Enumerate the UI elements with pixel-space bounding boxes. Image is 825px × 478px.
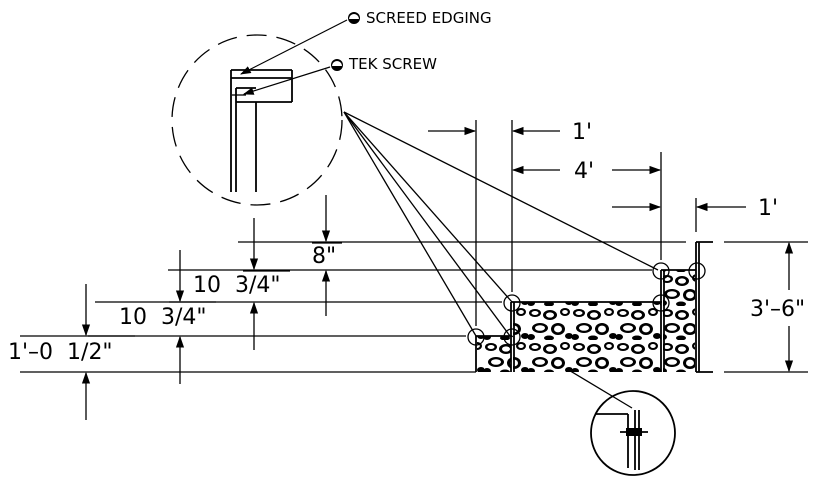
- dim-step-height-1: 8": [312, 244, 336, 269]
- edging-detail: [171, 34, 343, 206]
- fraction-bars: [88, 242, 342, 337]
- dim-top-offset-c: 1': [758, 196, 778, 221]
- dim-total-height: 3'–6": [750, 297, 805, 322]
- dim-step-height-4: 1'–0 1/2": [8, 340, 113, 365]
- dim-step-height-3: 10 3/4": [119, 305, 207, 330]
- left-dimension-arrows: [81, 195, 331, 420]
- dim-step-height-2: 10 3/4": [193, 273, 281, 298]
- top-dimension-arrows: [428, 126, 746, 212]
- screw-detail: [590, 390, 676, 476]
- callout-tek-screw: TEK SCREW: [242, 55, 437, 95]
- callout-screed-edging: SCREED EDGING: [240, 9, 492, 75]
- tek-screw-label: TEK SCREW: [348, 55, 437, 73]
- dim-top-offset-a: 1': [572, 120, 592, 145]
- screed-edging-label: SCREED EDGING: [366, 9, 492, 27]
- step-body: [467, 241, 713, 373]
- dim-top-offset-b: 4': [574, 159, 594, 184]
- detail-circle: [171, 34, 343, 206]
